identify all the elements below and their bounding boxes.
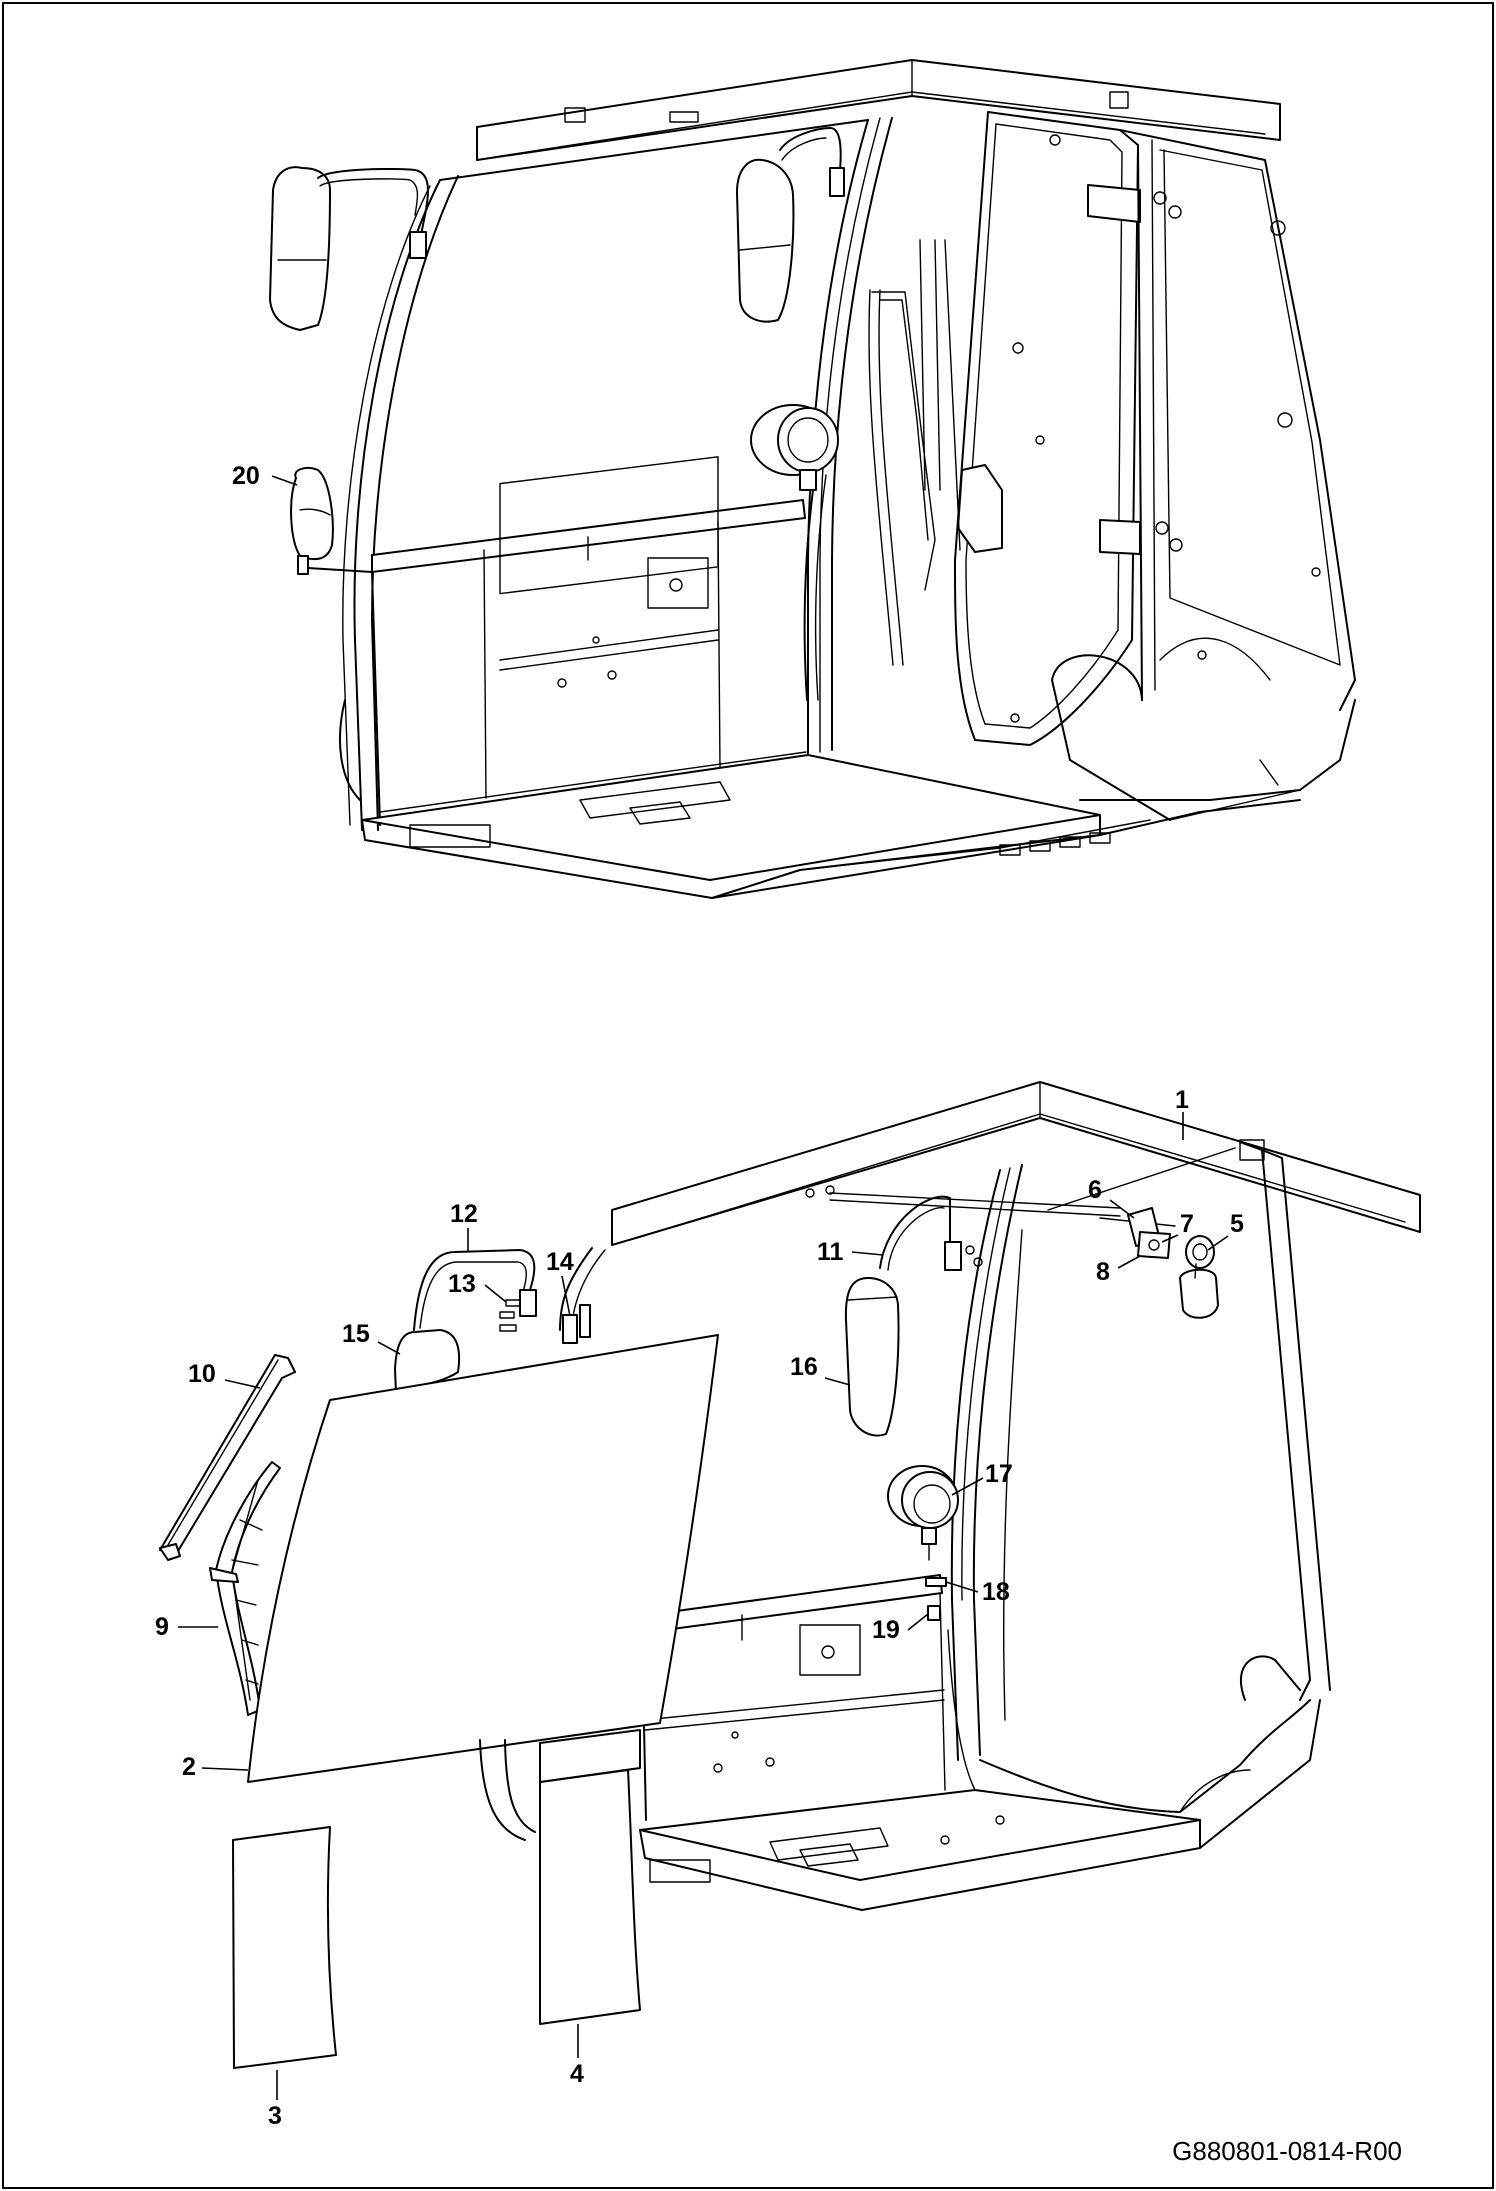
callout-1: 1: [1175, 1086, 1189, 1114]
callout-15: 15: [342, 1320, 370, 1348]
callout-4: 4: [570, 2060, 584, 2088]
mirror-right-icon: [844, 1195, 983, 1437]
callout-2: 2: [182, 1753, 196, 1781]
assembled-cab-view: 20: [232, 59, 1356, 899]
callout-9: 9: [155, 1613, 169, 1641]
exploded-cab-view: 1 2 3 4 5 6 7 8 9 10 11 12 13 14 15 16 1: [155, 1081, 1421, 2130]
callout-19: 19: [872, 1616, 900, 1644]
callout-3: 3: [268, 2102, 282, 2130]
callout-16: 16: [790, 1353, 818, 1381]
wiper-blade-icon: [209, 1461, 281, 1716]
door-glass-panel: [539, 1769, 641, 2025]
callout-8: 8: [1096, 1258, 1110, 1286]
callout-11: 11: [817, 1238, 844, 1266]
callout-14: 14: [546, 1248, 574, 1276]
glass-panel-small: [232, 1826, 337, 2069]
drawing-number: G880801-0814-R00: [1172, 2136, 1402, 2166]
callout-5: 5: [1230, 1210, 1244, 1238]
windshield-glass: [247, 1334, 719, 1783]
callout-17: 17: [985, 1460, 1013, 1488]
callout-7: 7: [1180, 1210, 1194, 1238]
callout-20: 20: [232, 462, 260, 490]
callout-13: 13: [448, 1270, 476, 1298]
callout-6: 6: [1088, 1176, 1102, 1204]
callout-18: 18: [982, 1578, 1010, 1606]
work-light-icon: [1179, 1235, 1219, 1319]
callout-12: 12: [450, 1200, 478, 1228]
beacon-light-exploded-icon: [887, 1465, 959, 1561]
mirror-left-icon: [394, 1249, 591, 1393]
mirror-rear-left-icon: [290, 467, 373, 575]
wiper-arm-icon: [159, 1354, 296, 1561]
callout-10: 10: [188, 1360, 216, 1388]
mirror-right-upper-icon: [736, 127, 845, 323]
mirror-left-upper-icon: [269, 166, 429, 331]
beacon-light-icon: [750, 404, 839, 491]
